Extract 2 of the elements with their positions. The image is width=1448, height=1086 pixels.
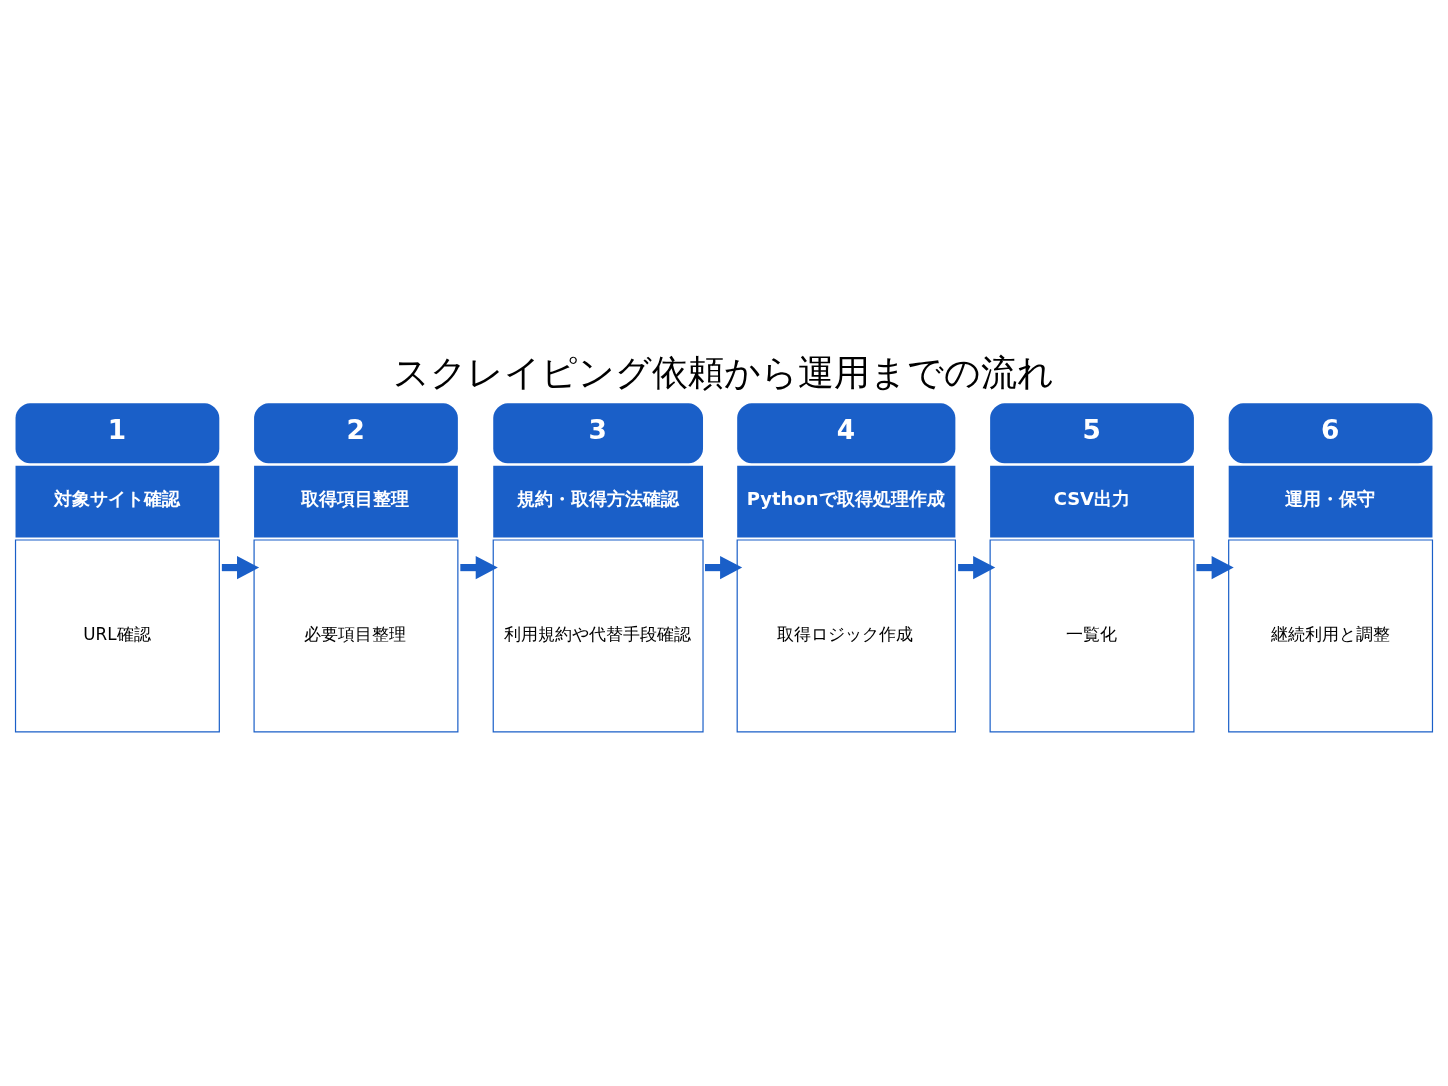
diagram-title: スクレイピング依頼から運用までの流れ xyxy=(393,352,1055,394)
arrow xyxy=(221,555,260,580)
